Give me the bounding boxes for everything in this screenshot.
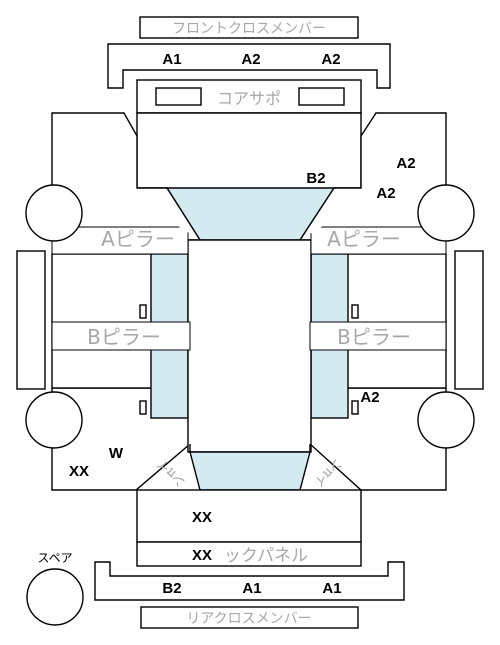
door-handle-rear-left — [139, 400, 147, 415]
b-pillar-left — [51, 321, 191, 351]
core-support-label: コアサポ — [217, 89, 281, 108]
wheel-front-left — [25, 184, 83, 242]
b-pillar-right-label: Bピラー — [337, 325, 411, 349]
grade-quarter-right-bottom: A2 — [360, 389, 379, 406]
grade-rear-back-panel: XX — [192, 547, 212, 564]
grade-rear-cross-center: A1 — [242, 580, 261, 597]
grade-trunk-lid: XX — [192, 509, 212, 526]
grade-front-cross-left: A1 — [162, 51, 181, 68]
headlight-left — [155, 87, 202, 106]
grade-rear-cross-left: B2 — [162, 580, 181, 597]
rear-cross-member-label: リアクロスメンバー — [186, 611, 311, 627]
wheel-rear-right — [417, 391, 475, 449]
side-sill-right — [454, 250, 484, 390]
a-pillar-right-label: Aピラー — [327, 227, 401, 251]
rear-back-panel-part — [136, 541, 362, 567]
grade-front-cross-center: A2 — [241, 51, 260, 68]
b-pillar-right — [309, 321, 447, 351]
rear-window — [189, 451, 311, 491]
grade-roof-front-right: B2 — [306, 170, 325, 187]
grade-quarter-left-xx: XX — [69, 463, 89, 480]
rear-cross-member-part — [94, 561, 405, 601]
rear-cross-member-label-box — [140, 606, 359, 629]
side-sill-left — [16, 250, 46, 390]
door-handle-front-left — [139, 304, 147, 319]
grade-fender-right-bottom: A2 — [376, 185, 395, 202]
grade-front-cross-right: A2 — [321, 51, 340, 68]
grade-quarter-left-w: W — [109, 445, 124, 462]
door-handle-front-right — [351, 304, 359, 319]
grade-fender-right-top: A2 — [396, 155, 415, 172]
door-handle-rear-right — [351, 400, 359, 415]
front-cross-member-label-box — [139, 16, 359, 39]
roof-part — [187, 239, 312, 453]
wheel-front-right — [417, 184, 475, 242]
wheel-rear-left — [25, 391, 83, 449]
rear-back-panel-label: ックパネル — [224, 546, 308, 566]
b-pillar-left-label: Bピラー — [87, 325, 161, 349]
a-pillar-right — [310, 226, 447, 255]
front-cross-member-label: フロントクロスメンバー — [172, 21, 326, 37]
headlight-right — [298, 87, 345, 106]
front-cross-member-part — [107, 43, 391, 89]
spare-tire — [26, 568, 84, 626]
spare-tire-label: スペア — [37, 551, 72, 565]
grade-rear-cross-right: A1 — [322, 580, 341, 597]
a-pillar-left-label: Aピラー — [101, 227, 175, 251]
trunk-lid-part — [136, 489, 362, 543]
